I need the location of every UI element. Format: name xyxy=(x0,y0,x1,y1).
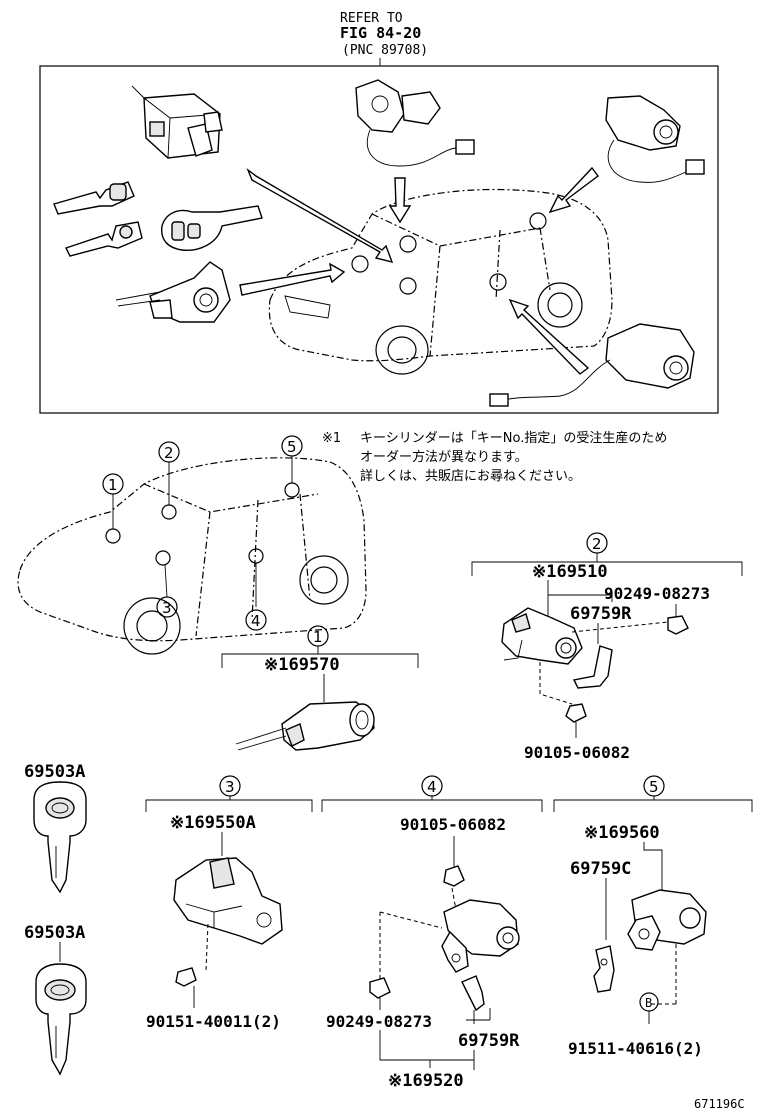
back-door-cylinder-top-drawing xyxy=(605,95,705,183)
part-90249-08273-mid: 90249-08273 xyxy=(326,1012,432,1031)
callout-1-location-label: 1 xyxy=(108,476,118,494)
callout-1-location xyxy=(102,473,124,495)
note-line-1: キーシリンダーは「キーNo.指定」の受注生産のため xyxy=(360,430,667,446)
callout-5-location-label: 5 xyxy=(287,438,297,456)
callout-2-location-label: 2 xyxy=(164,444,174,462)
callout-b: B xyxy=(645,996,652,1010)
part-69503a-first: 69503A xyxy=(24,762,85,782)
part-90105-06082-top: 90105-06082 xyxy=(524,743,630,762)
note-line-2: オーダー方法が異なります。 xyxy=(360,449,528,465)
overview-frame xyxy=(39,65,719,414)
callout-3-location xyxy=(156,596,178,618)
keys-group: 69503A 69503A xyxy=(24,762,87,1076)
door-cylinder-harness-top-drawing xyxy=(355,79,475,167)
note-line-3: 詳しくは、共販店にお尋ねください。 xyxy=(360,468,581,484)
part-69759r-top: 69759R xyxy=(570,604,632,624)
section-2-group: 2 ※169510 90249-08273 69759R 90105-06082 xyxy=(471,532,743,762)
refer-to-label: REFER TO FIG 84-20 (PNC 89708) xyxy=(340,11,428,58)
section-5-group: 5 ※169560 69759C B 91511-40616(2) xyxy=(553,775,753,1058)
note-marker: ※1 xyxy=(322,431,341,446)
key-drawings-top xyxy=(53,181,263,257)
door-cylinder-bottom-top-drawing xyxy=(489,323,695,407)
section-1-group: 1 ※169570 xyxy=(221,625,419,751)
callout-4-location-label: 4 xyxy=(251,612,261,630)
part-69520: ※169520 xyxy=(388,1071,464,1091)
refer-line-2: FIG 84-20 xyxy=(340,24,421,42)
section-3-group: 3 ※169550A 90151-40011(2) xyxy=(145,775,313,1031)
order-note: ※1 キーシリンダーは「キーNo.指定」の受注生産のため オーダー方法が異なりま… xyxy=(322,430,667,484)
callout-3-location-label: 3 xyxy=(162,599,172,617)
part-69570: ※169570 xyxy=(264,655,340,675)
callout-5-location xyxy=(281,435,303,457)
diagram-code: 671196C xyxy=(694,1097,745,1111)
part-90151-40011: 90151-40011(2) xyxy=(146,1012,281,1031)
part-69560: ※169560 xyxy=(584,823,660,843)
part-69759r-bottom: 69759R xyxy=(458,1031,520,1051)
part-69503a-second: 69503A xyxy=(24,923,85,943)
ecu-module-drawing xyxy=(131,85,223,159)
refer-line-1: REFER TO xyxy=(340,11,403,26)
part-90105-06082-mid: 90105-06082 xyxy=(400,815,506,834)
section-5-callout: 5 xyxy=(649,778,659,796)
part-69759c: 69759C xyxy=(570,859,631,879)
part-69550a: ※169550A xyxy=(170,813,256,833)
location-car xyxy=(17,456,367,655)
section-4-callout: 4 xyxy=(427,778,437,796)
ignition-cylinder-top-drawing xyxy=(115,261,231,323)
section-1-callout: 1 xyxy=(313,628,323,646)
part-90249-08273-top: 90249-08273 xyxy=(604,584,710,603)
part-91511-40616: 91511-40616(2) xyxy=(568,1039,703,1058)
section-2-callout: 2 xyxy=(592,535,602,553)
overview-car xyxy=(268,188,613,375)
section-3-callout: 3 xyxy=(225,778,235,796)
callout-4-location xyxy=(245,609,267,631)
overview-arrows xyxy=(239,166,599,375)
part-69510: ※169510 xyxy=(532,562,608,582)
location-callouts: 1 2 3 4 5 xyxy=(102,435,303,631)
callout-2-location xyxy=(158,441,180,463)
refer-line-3: (PNC 89708) xyxy=(342,43,428,58)
section-4-group: 4 90105-06082 90249-08273 69759R ※169520 xyxy=(321,775,543,1091)
